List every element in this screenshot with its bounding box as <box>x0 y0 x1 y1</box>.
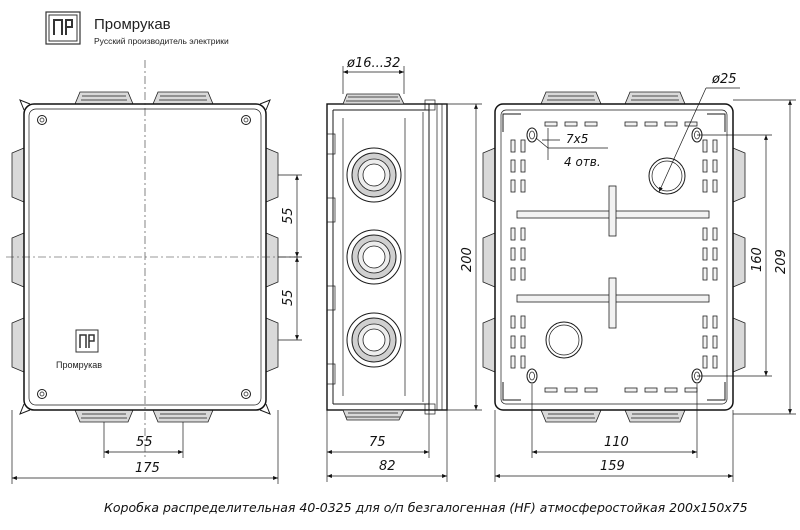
front-bottom-entry-right <box>152 409 214 423</box>
dim-entry-pitch-1: 55 <box>281 207 296 224</box>
front-top-entry-left <box>74 91 134 105</box>
side-top-entry <box>342 93 405 105</box>
side-cable-entry-3 <box>346 312 402 368</box>
back-ribs <box>510 121 718 393</box>
back-knockout-lower <box>545 321 583 359</box>
brand-logo: Промрукав Русский производитель электрик… <box>45 11 229 46</box>
dim-bottom-pitch: 55 <box>136 435 153 450</box>
dim-front-width: 175 <box>135 461 160 476</box>
front-label: Промрукав <box>56 329 102 370</box>
side-view: ø16...32 200 75 82 <box>326 56 482 482</box>
logo-mark-icon <box>53 19 73 35</box>
dim-entry-diameter: ø16...32 <box>346 56 400 71</box>
dim-depth-outer: 82 <box>379 459 396 474</box>
front-label-logo-icon <box>79 334 95 348</box>
back-body <box>494 103 734 411</box>
front-bottom-entry-left <box>74 409 134 423</box>
back-view: ø25 7x5 4 отв. 160 209 110 159 <box>482 72 796 482</box>
dim-side-height: 200 <box>460 247 475 272</box>
back-knockout-upper <box>648 157 686 195</box>
dim-mount-horizontal: 110 <box>604 435 629 450</box>
front-top-entry-right <box>152 91 214 105</box>
dim-hole-diameter: ø25 <box>711 72 737 87</box>
dim-total-height: 209 <box>774 249 789 274</box>
dim-entry-pitch-2: 55 <box>281 289 296 306</box>
logo-tagline: Русский производитель электрики <box>94 36 229 46</box>
side-cable-entry-1 <box>346 147 402 203</box>
dim-depth-inner: 75 <box>369 435 386 450</box>
dim-mount-count: 4 отв. <box>564 155 601 169</box>
side-cable-entry-2 <box>346 229 402 285</box>
front-label-name: Промрукав <box>56 360 102 370</box>
dim-mount-slot: 7x5 <box>566 132 588 146</box>
front-view: Промрукав 55 55 55 175 <box>6 60 302 484</box>
dim-mount-vertical: 160 <box>750 247 765 272</box>
drawing-caption: Коробка распределительная 40-0325 для о/… <box>104 500 748 515</box>
logo-name: Промрукав <box>94 16 171 33</box>
side-bottom-entry <box>342 409 405 421</box>
dim-total-width: 159 <box>600 459 625 474</box>
